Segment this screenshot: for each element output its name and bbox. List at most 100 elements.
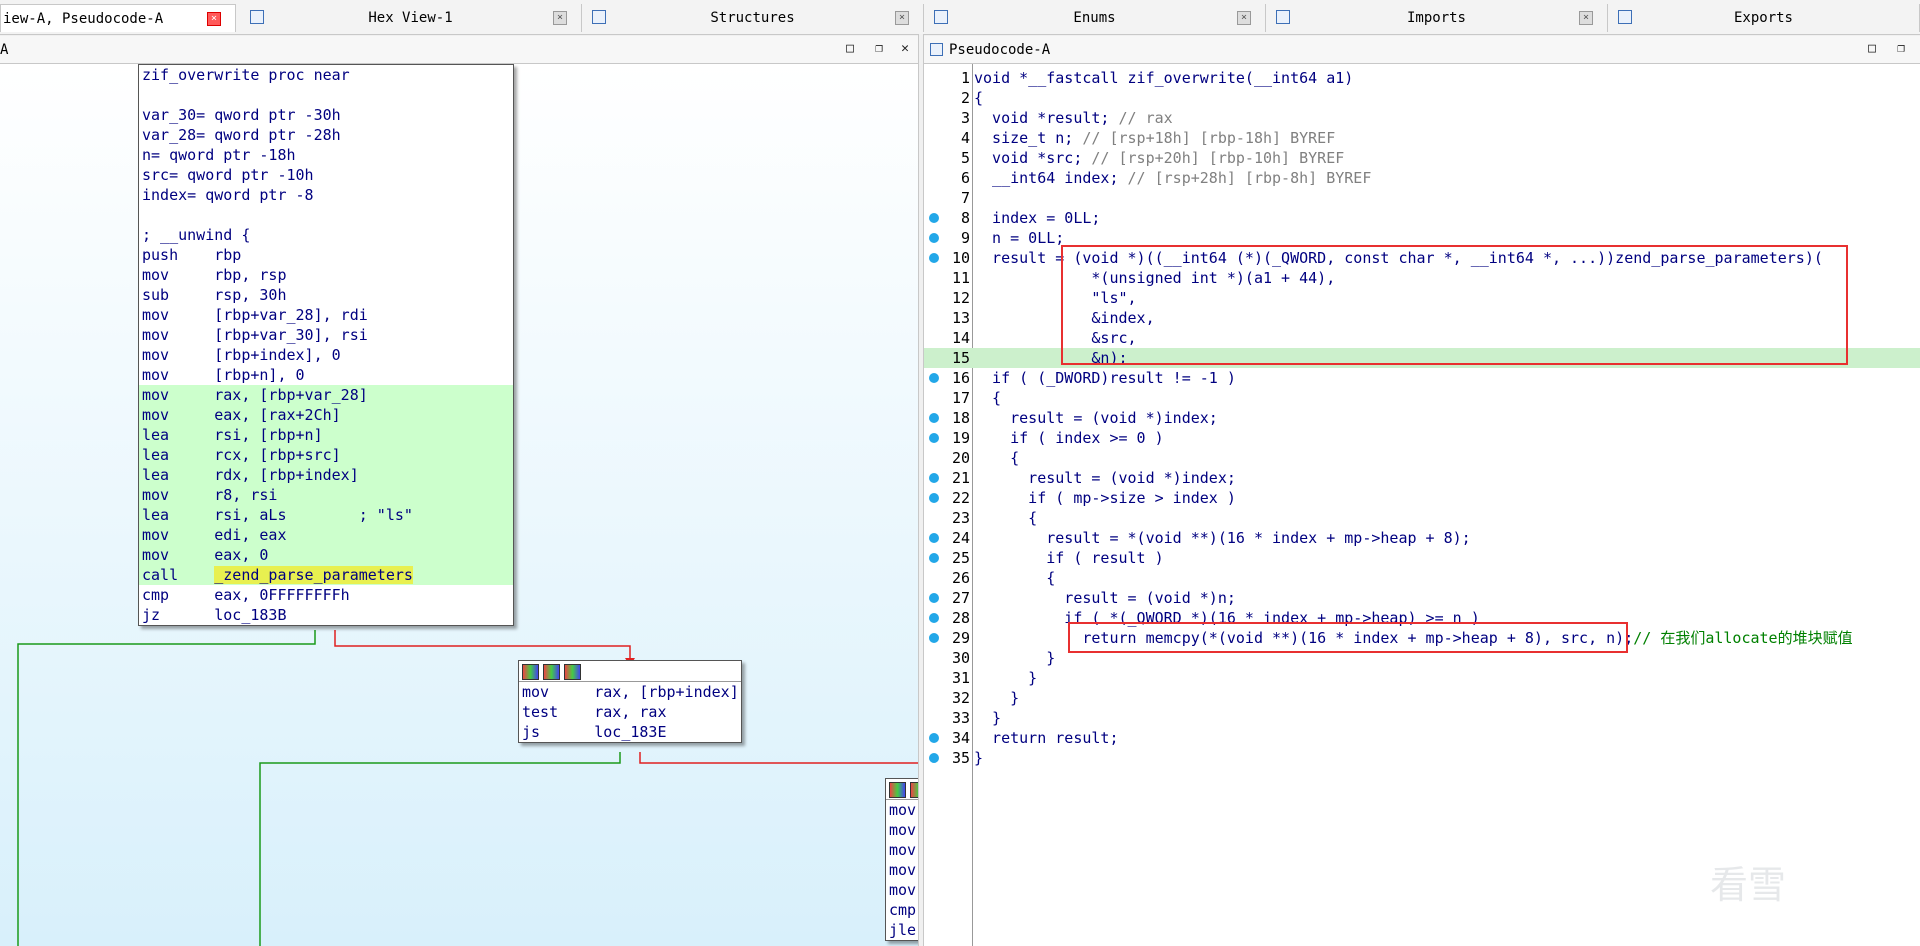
code-text[interactable]: } xyxy=(974,669,1038,687)
code-line[interactable]: 27 result = (void *)n; xyxy=(924,588,1920,608)
code-text[interactable]: { xyxy=(974,509,1038,527)
close-icon[interactable]: × xyxy=(207,12,221,26)
tab-ida-view-a[interactable]: iew-A, Pseudocode-A × xyxy=(0,4,236,32)
code-text[interactable]: if ( mp->size > index ) xyxy=(974,489,1236,507)
asm-line[interactable]: mov [rbp+index], 0 xyxy=(142,346,341,364)
maximize-icon[interactable]: □ xyxy=(846,41,854,56)
code-line[interactable]: 7 xyxy=(924,188,1920,208)
restore-icon[interactable]: ❐ xyxy=(875,41,883,56)
asm-line[interactable]: jle xyxy=(889,921,917,939)
asm-line[interactable]: lea rsi, aLs ; "ls" xyxy=(139,505,513,525)
code-line[interactable]: 14 &src, xyxy=(924,328,1920,348)
asm-line[interactable]: mov eax, [rax+2Ch] xyxy=(139,405,513,425)
code-text[interactable]: __int64 index; // [rsp+28h] [rbp-8h] BYR… xyxy=(974,169,1372,187)
code-text[interactable]: } xyxy=(974,749,984,767)
code-text[interactable]: void *src; // [rsp+20h] [rbp-10h] BYREF xyxy=(974,149,1345,167)
code-text[interactable]: return memcpy(*(void **)(16 * index + mp… xyxy=(974,629,1853,647)
code-line[interactable]: 20 { xyxy=(924,448,1920,468)
code-text[interactable]: void *__fastcall zif_overwrite(__int64 a… xyxy=(974,69,1354,87)
asm-line[interactable] xyxy=(139,205,513,225)
code-line[interactable]: 31 } xyxy=(924,668,1920,688)
asm-line[interactable]: jz loc_183B xyxy=(142,606,287,624)
breakpoint-dot-icon[interactable] xyxy=(929,213,939,223)
breakpoint-dot-icon[interactable] xyxy=(929,413,939,423)
breakpoint-dot-icon[interactable] xyxy=(929,493,939,503)
tab-hex-view[interactable]: Hex View-1 × xyxy=(240,4,582,32)
breakpoint-dot-icon[interactable] xyxy=(929,533,939,543)
close-icon[interactable]: × xyxy=(895,11,909,25)
asm-line[interactable]: cmp eax, 0FFFFFFFFh xyxy=(142,586,350,604)
asm-line[interactable]: mov rax, [rbp+var_28] xyxy=(139,385,513,405)
asm-line[interactable]: mov eax, 0 xyxy=(139,545,513,565)
basic-block-index-check[interactable]: mov rax, [rbp+index] test rax, rax js loc_… xyxy=(518,660,742,743)
breakpoint-dot-icon[interactable] xyxy=(929,433,939,443)
code-line[interactable]: 29 return memcpy(*(void **)(16 * index +… xyxy=(924,628,1920,648)
code-text[interactable]: { xyxy=(974,389,1002,407)
breakpoint-dot-icon[interactable] xyxy=(929,633,939,643)
code-line[interactable]: 23 { xyxy=(924,508,1920,528)
code-text[interactable]: size_t n; // [rsp+18h] [rbp-18h] BYREF xyxy=(974,129,1336,147)
breakpoint-dot-icon[interactable] xyxy=(929,593,939,603)
code-line[interactable]: 9 n = 0LL; xyxy=(924,228,1920,248)
asm-line[interactable]: test rax, rax xyxy=(522,703,667,721)
code-line[interactable]: 35} xyxy=(924,748,1920,768)
code-line[interactable]: 22 if ( mp->size > index ) xyxy=(924,488,1920,508)
code-line[interactable]: 5 void *src; // [rsp+20h] [rbp-10h] BYRE… xyxy=(924,148,1920,168)
code-text[interactable]: &src, xyxy=(974,329,1137,347)
asm-line[interactable]: sub rsp, 30h xyxy=(142,286,287,304)
code-line[interactable]: 19 if ( index >= 0 ) xyxy=(924,428,1920,448)
code-line[interactable]: 17 { xyxy=(924,388,1920,408)
code-line[interactable]: 12 "ls", xyxy=(924,288,1920,308)
code-text[interactable]: result = (void *)n; xyxy=(974,589,1236,607)
code-line[interactable]: 16 if ( (_DWORD)result != -1 ) xyxy=(924,368,1920,388)
code-text[interactable]: { xyxy=(974,89,984,107)
code-text[interactable]: { xyxy=(974,449,1020,467)
breakpoint-dot-icon[interactable] xyxy=(929,753,939,763)
tab-imports[interactable]: Imports × xyxy=(1266,4,1608,32)
code-text[interactable]: result = (void *)index; xyxy=(974,409,1218,427)
asm-line[interactable]: mov xyxy=(889,861,917,879)
asm-line[interactable]: mov xyxy=(889,881,917,899)
breakpoint-dot-icon[interactable] xyxy=(929,373,939,383)
call-target[interactable]: _zend_parse_parameters xyxy=(214,566,413,584)
asm-line[interactable]: mov rax, [rbp+index] xyxy=(522,683,739,701)
breakpoint-dot-icon[interactable] xyxy=(929,733,939,743)
code-line[interactable]: 25 if ( result ) xyxy=(924,548,1920,568)
asm-line[interactable]: index= qword ptr -8 xyxy=(142,186,314,204)
code-text[interactable]: { xyxy=(974,569,1056,587)
asm-line[interactable] xyxy=(139,85,513,105)
graph-icon[interactable] xyxy=(910,782,918,798)
code-text[interactable]: } xyxy=(974,709,1002,727)
code-text[interactable]: return result; xyxy=(974,729,1119,747)
code-text[interactable]: index = 0LL; xyxy=(974,209,1101,227)
code-line[interactable]: 24 result = *(void **)(16 * index + mp->… xyxy=(924,528,1920,548)
asm-line[interactable]: lea rsi, [rbp+n] xyxy=(139,425,513,445)
code-text[interactable]: } xyxy=(974,689,1020,707)
asm-line[interactable]: n= qword ptr -18h xyxy=(142,146,296,164)
maximize-icon[interactable]: □ xyxy=(1868,41,1876,56)
code-line[interactable]: 18 result = (void *)index; xyxy=(924,408,1920,428)
tab-structures[interactable]: Structures × xyxy=(582,4,924,32)
code-line[interactable]: 6 __int64 index; // [rsp+28h] [rbp-8h] B… xyxy=(924,168,1920,188)
code-text[interactable]: if ( index >= 0 ) xyxy=(974,429,1164,447)
asm-line[interactable]: mov [rbp+n], 0 xyxy=(142,366,305,384)
code-line[interactable]: 3 void *result; // rax xyxy=(924,108,1920,128)
code-line[interactable]: 32 } xyxy=(924,688,1920,708)
code-line[interactable]: 8 index = 0LL; xyxy=(924,208,1920,228)
code-text[interactable]: "ls", xyxy=(974,289,1137,307)
code-line[interactable]: 4 size_t n; // [rsp+18h] [rbp-18h] BYREF xyxy=(924,128,1920,148)
asm-line[interactable]: js loc_183E xyxy=(522,723,667,741)
breakpoint-dot-icon[interactable] xyxy=(929,613,939,623)
asm-line[interactable]: zif_overwrite proc near xyxy=(142,66,350,84)
asm-line[interactable]: lea rdx, [rbp+index] xyxy=(139,465,513,485)
code-text[interactable]: &index, xyxy=(974,309,1155,327)
breakpoint-dot-icon[interactable] xyxy=(929,233,939,243)
tab-enums[interactable]: Enums × xyxy=(924,4,1266,32)
code-line[interactable]: 2{ xyxy=(924,88,1920,108)
code-text[interactable]: n = 0LL; xyxy=(974,229,1065,247)
tab-exports[interactable]: Exports xyxy=(1608,4,1920,32)
asm-line[interactable]: push rbp xyxy=(142,246,242,264)
